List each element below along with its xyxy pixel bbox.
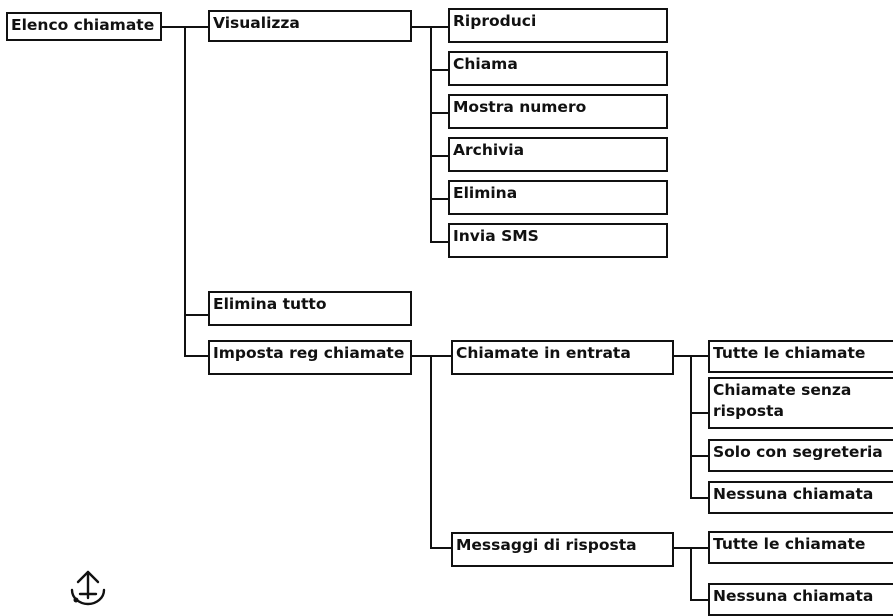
connector	[690, 497, 709, 499]
connector	[184, 26, 186, 356]
connector	[430, 241, 449, 243]
connector	[690, 599, 709, 601]
node-archivia: Archivia	[448, 137, 668, 172]
node-riproduci: Riproduci	[448, 8, 668, 43]
node-nessuna-chiamata: Nessuna chiamata	[708, 481, 893, 514]
node-visualizza: Visualizza	[208, 10, 412, 42]
connector	[430, 198, 449, 200]
connector	[184, 355, 209, 357]
menu-navigation-icon	[70, 570, 106, 606]
connector	[430, 26, 432, 242]
node-elimina: Elimina	[448, 180, 668, 215]
connector	[690, 412, 709, 414]
node-solo-con-segreteria: Solo con segreteria	[708, 439, 893, 472]
connector	[430, 547, 452, 549]
node-chiama: Chiama	[448, 51, 668, 86]
node-mostra-numero: Mostra numero	[448, 94, 668, 129]
node-nessuna-chiamata: Nessuna chiamata	[708, 583, 893, 616]
node-imposta-reg-chiamate: Imposta reg chiamate	[208, 340, 412, 375]
node-elimina-tutto: Elimina tutto	[208, 291, 412, 326]
connector	[184, 314, 209, 316]
connector	[430, 355, 432, 548]
connector	[690, 355, 692, 498]
node-tutte-le-chiamate: Tutte le chiamate	[708, 340, 893, 373]
node-tutte-le-chiamate: Tutte le chiamate	[708, 531, 893, 564]
connector	[430, 69, 449, 71]
connector	[430, 112, 449, 114]
node-chiamate-in-entrata: Chiamate in entrata	[451, 340, 674, 375]
connector	[430, 155, 449, 157]
node-elenco-chiamate: Elenco chiamate	[6, 12, 162, 41]
node-chiamate-senza-risposta: Chiamate senza risposta	[708, 377, 893, 429]
node-messaggi-di-risposta: Messaggi di risposta	[451, 532, 674, 567]
connector	[690, 547, 692, 600]
node-invia-sms: Invia SMS	[448, 223, 668, 258]
connector	[690, 455, 709, 457]
